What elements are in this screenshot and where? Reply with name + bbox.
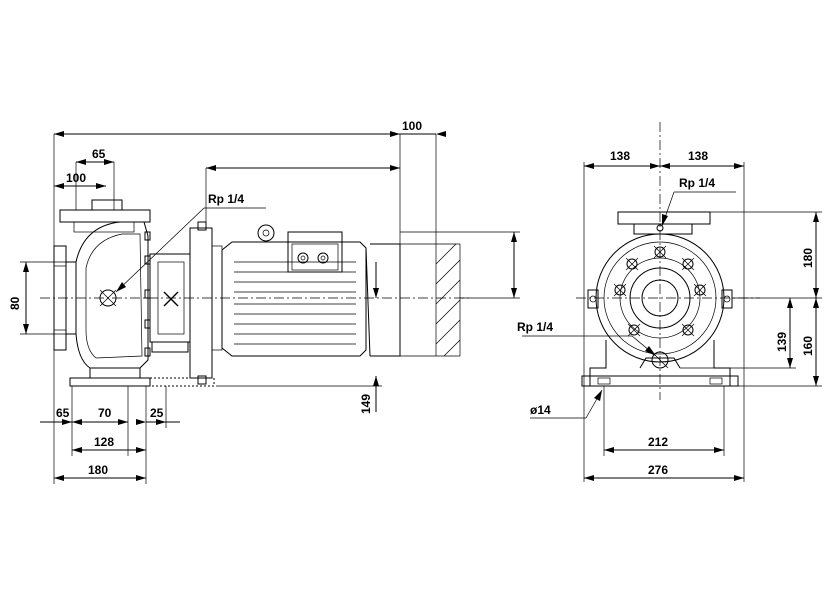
- fan-cover: [370, 243, 461, 357]
- dim-shaft-length: [205, 165, 400, 222]
- terminal-box: [287, 231, 343, 273]
- dim-label-100-left: 100: [66, 171, 86, 185]
- motor-body: [221, 241, 371, 357]
- rp-leader-side: [115, 207, 266, 293]
- dim-front-widths: [584, 386, 744, 481]
- front-drain-port: [651, 351, 669, 369]
- pump-foot: [69, 368, 151, 387]
- dim-label-100-top: 100: [402, 119, 422, 133]
- rp-leader-front-top: [656, 191, 736, 232]
- rp-label-side: Rp 1/4: [208, 192, 244, 206]
- front-bolts: [613, 245, 707, 337]
- dim-label-65-top: 65: [92, 147, 106, 161]
- dim-label-160: 160: [801, 336, 815, 356]
- dim-label-138-left: 138: [610, 149, 630, 163]
- dim-label-25: 25: [150, 406, 164, 420]
- motor-flange: [189, 221, 223, 385]
- dim-label-128: 128: [94, 435, 114, 449]
- rp-label-front-bottom: Rp 1/4: [517, 320, 553, 334]
- dim-label-212: 212: [648, 435, 668, 449]
- dim-label-138-right: 138: [688, 149, 708, 163]
- side-view: 100 65 100 Rp 1/4: [8, 119, 520, 484]
- dim-label-70: 70: [98, 406, 112, 420]
- rp-leader-front-bottom: [522, 335, 657, 357]
- dim-label-80: 80: [8, 296, 22, 310]
- front-view: Rp 1/4 Rp 1/4 138 138: [517, 122, 822, 482]
- dim-dia14-leader: [530, 389, 603, 419]
- side-gauge-port: [99, 289, 117, 307]
- lifting-eye: [257, 224, 275, 243]
- dim-front-heights: [680, 211, 822, 387]
- pump-volute: [75, 221, 149, 369]
- dim-label-65-bottom: 65: [56, 406, 70, 420]
- removal-space-hatch: [435, 243, 461, 357]
- rp-label-front-top: Rp 1/4: [679, 176, 715, 190]
- bottom-dims: [40, 350, 180, 484]
- dim-100-left: [54, 183, 106, 189]
- dim-label-180-front: 180: [801, 248, 815, 268]
- dim-138: [583, 162, 745, 482]
- lantern: [149, 253, 191, 353]
- base-outline: [150, 377, 215, 387]
- dim-motor-height: [400, 231, 520, 299]
- dim-label-dia14: ø14: [530, 403, 551, 417]
- dim-label-139: 139: [775, 332, 789, 352]
- discharge-flange: [59, 199, 151, 233]
- dim-label-149: 149: [359, 394, 373, 414]
- front-side-lugs: [587, 289, 733, 309]
- dim-total-length: [53, 131, 446, 246]
- dim-label-180: 180: [88, 463, 108, 477]
- dim-149: [216, 262, 382, 412]
- dim-label-276: 276: [648, 463, 668, 477]
- dim-80: [20, 261, 66, 335]
